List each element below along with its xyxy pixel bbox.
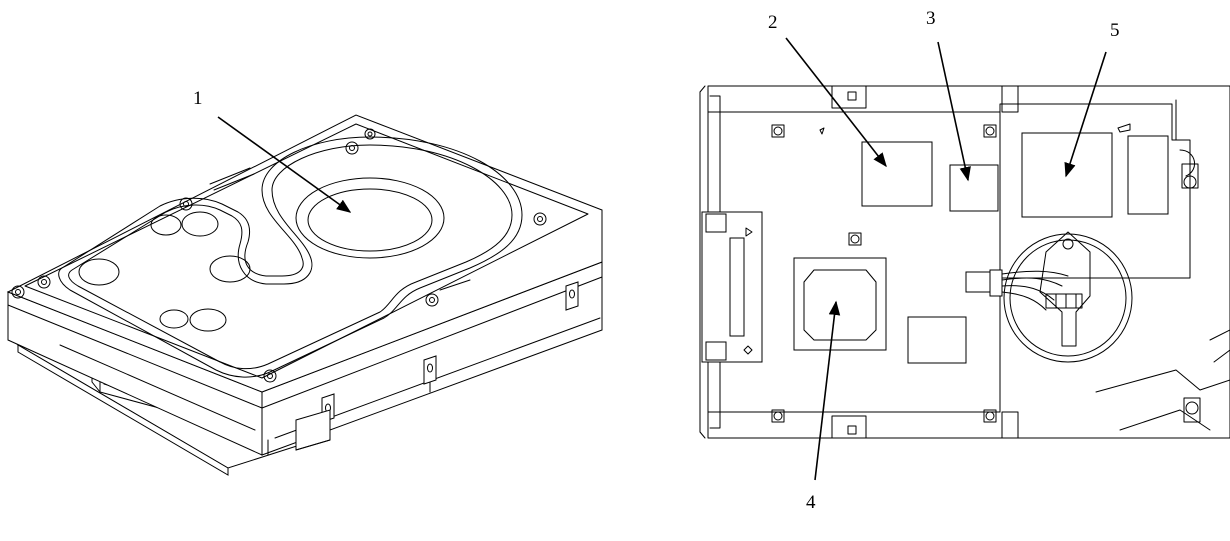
interface-connector <box>701 211 763 363</box>
callout-5 <box>1064 51 1107 178</box>
callout-label-2: 2 <box>768 12 778 33</box>
drive-isometric-view: 1 <box>6 88 603 476</box>
callout-3 <box>937 41 971 182</box>
callout-2 <box>785 37 887 168</box>
chip-3 <box>949 164 999 212</box>
callout-label-4: 4 <box>806 492 816 513</box>
frame-right-detail <box>1095 99 1230 431</box>
chip-2 <box>861 141 933 207</box>
callout-1 <box>217 116 352 213</box>
drive-top-cover <box>6 114 603 393</box>
callout-4 <box>814 300 841 481</box>
cover-screws <box>11 128 547 383</box>
callout-label-1: 1 <box>193 88 203 109</box>
chip-small <box>907 316 967 364</box>
callout-label-5: 5 <box>1110 20 1120 41</box>
spindle-motor-flex <box>965 231 1133 363</box>
chip-4 <box>793 257 887 351</box>
callout-label-3: 3 <box>926 8 936 29</box>
chip-side <box>1127 135 1169 215</box>
drive-side-walls <box>7 261 603 456</box>
drive-pcb-bottom-view: 2 3 5 4 <box>699 8 1230 513</box>
